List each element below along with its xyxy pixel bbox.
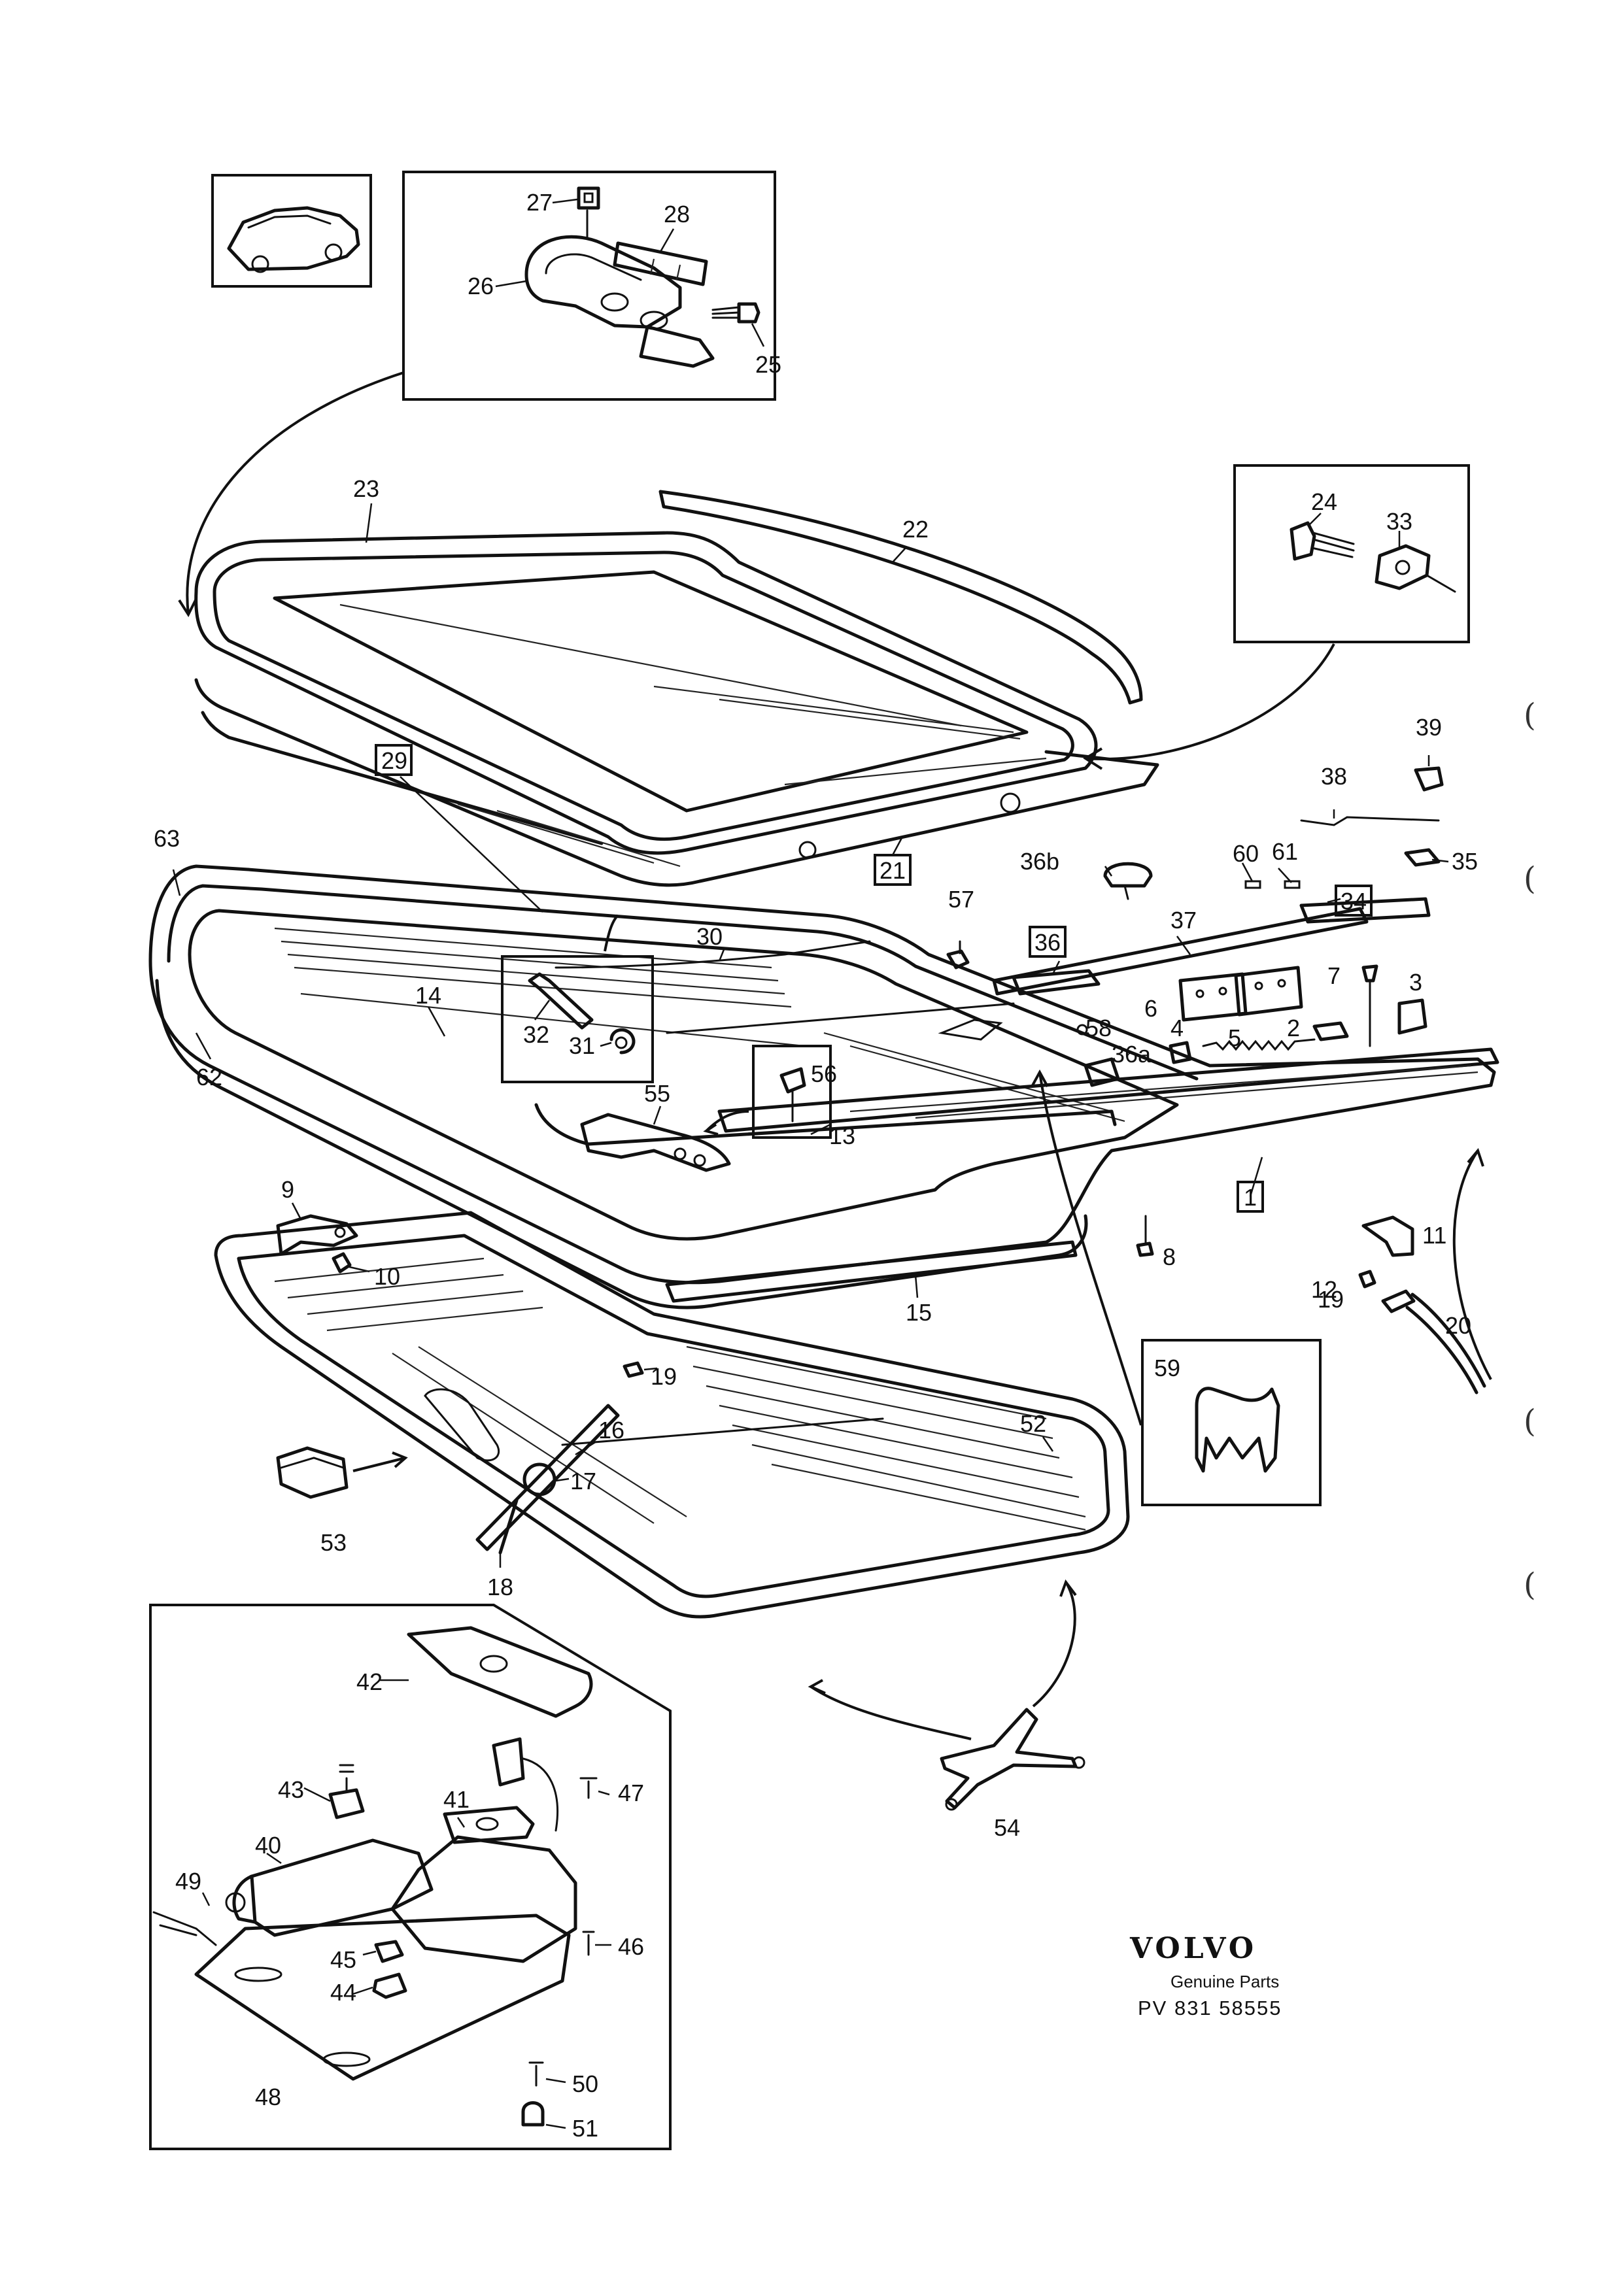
callout-12: 12 bbox=[1311, 1276, 1337, 1303]
callout-54: 54 bbox=[994, 1814, 1020, 1841]
callout-19-right: 19 bbox=[1318, 1286, 1344, 1313]
callout-1: 1 bbox=[1244, 1184, 1257, 1211]
callout-7: 7 bbox=[1327, 962, 1341, 989]
callout-37: 37 bbox=[1170, 907, 1197, 934]
callout-27: 27 bbox=[526, 189, 553, 216]
margin-mark-1: ( bbox=[1524, 697, 1536, 734]
callout-9: 9 bbox=[281, 1176, 294, 1203]
callout-46: 46 bbox=[618, 1933, 644, 1960]
callout-53: 53 bbox=[320, 1529, 347, 1556]
callout-14: 14 bbox=[415, 982, 441, 1009]
car-thumbnail bbox=[211, 174, 372, 288]
callout-48: 48 bbox=[255, 2084, 281, 2110]
callout-labels: 27 28 26 25 23 22 24 33 39 38 60 61 35 3… bbox=[154, 189, 1478, 2142]
callout-17: 17 bbox=[570, 1468, 596, 1494]
margin-mark-2: ( bbox=[1524, 860, 1536, 897]
callout-25: 25 bbox=[755, 351, 781, 378]
callout-44: 44 bbox=[330, 1979, 356, 2006]
sun-shade bbox=[214, 1211, 1130, 1619]
margin-marks: ( ( ( ( bbox=[1524, 697, 1536, 1603]
brand-subtitle: Genuine Parts bbox=[1170, 1972, 1279, 1991]
callout-8: 8 bbox=[1163, 1243, 1176, 1270]
callout-2: 2 bbox=[1287, 1015, 1300, 1041]
callout-38: 38 bbox=[1321, 763, 1347, 790]
bracket-9-10 bbox=[276, 1202, 370, 1274]
glass-panel-assembly bbox=[194, 490, 1159, 913]
callout-40: 40 bbox=[255, 1832, 281, 1859]
callout-16: 16 bbox=[598, 1417, 624, 1443]
callout-20: 20 bbox=[1445, 1312, 1471, 1339]
callout-36b: 36b bbox=[1020, 848, 1059, 875]
brand-logo: VOLVO bbox=[1129, 1932, 1257, 1965]
callout-35: 35 bbox=[1452, 848, 1478, 875]
slider-55-56 bbox=[580, 1045, 832, 1172]
callout-56: 56 bbox=[811, 1060, 837, 1087]
drive-mechanism bbox=[938, 755, 1449, 1289]
callout-47: 47 bbox=[618, 1780, 644, 1806]
callout-18: 18 bbox=[487, 1574, 513, 1600]
callout-58: 58 bbox=[1085, 1015, 1112, 1041]
callout-51: 51 bbox=[572, 2115, 598, 2142]
callout-22: 22 bbox=[902, 516, 929, 543]
hinge-detail-inset bbox=[402, 171, 776, 401]
callout-24: 24 bbox=[1311, 488, 1337, 515]
callout-60: 60 bbox=[1233, 840, 1259, 867]
callout-11: 11 bbox=[1422, 1222, 1446, 1249]
callout-31: 31 bbox=[569, 1032, 595, 1059]
callout-21: 21 bbox=[880, 857, 906, 884]
callout-42: 42 bbox=[356, 1668, 383, 1695]
callout-49: 49 bbox=[175, 1868, 201, 1895]
callout-30: 30 bbox=[696, 923, 723, 950]
callout-57: 57 bbox=[948, 886, 974, 913]
bracket-54 bbox=[808, 1579, 1085, 1811]
callout-23: 23 bbox=[353, 475, 379, 502]
screw-inset bbox=[1233, 464, 1470, 643]
callout-39: 39 bbox=[1416, 714, 1442, 741]
callout-4: 4 bbox=[1170, 1015, 1184, 1041]
callout-50: 50 bbox=[572, 2070, 598, 2097]
callout-29: 29 bbox=[381, 747, 407, 774]
handle-53 bbox=[276, 1446, 408, 1499]
drain-hose bbox=[1381, 1147, 1492, 1394]
callout-43: 43 bbox=[278, 1776, 304, 1803]
callout-62: 62 bbox=[196, 1064, 222, 1090]
cable-and-pin bbox=[501, 914, 1015, 1083]
margin-mark-3: ( bbox=[1524, 1403, 1536, 1440]
callout-36: 36 bbox=[1034, 929, 1061, 956]
motor-inset bbox=[149, 1604, 672, 2150]
callout-63: 63 bbox=[154, 825, 180, 852]
clip-59-inset bbox=[1031, 1069, 1322, 1506]
sunroof-frame bbox=[148, 864, 1499, 1309]
callout-10: 10 bbox=[374, 1263, 400, 1290]
margin-mark-4: ( bbox=[1524, 1566, 1536, 1603]
callout-33: 33 bbox=[1386, 508, 1412, 535]
boxed-callouts: 29 21 34 36 1 bbox=[375, 744, 1373, 1213]
callout-45: 45 bbox=[330, 1946, 356, 1973]
callout-36a: 36a bbox=[1112, 1041, 1152, 1068]
callout-3: 3 bbox=[1409, 969, 1422, 996]
callout-13: 13 bbox=[829, 1123, 855, 1149]
callout-41: 41 bbox=[443, 1786, 470, 1813]
screw-inset-arrow bbox=[1085, 643, 1335, 760]
callout-52: 52 bbox=[1020, 1410, 1046, 1437]
callout-34: 34 bbox=[1341, 888, 1367, 915]
callout-5: 5 bbox=[1228, 1024, 1241, 1051]
callout-26: 26 bbox=[468, 273, 494, 299]
callout-15: 15 bbox=[906, 1299, 932, 1326]
callout-32: 32 bbox=[523, 1021, 549, 1048]
callout-61: 61 bbox=[1272, 838, 1298, 865]
volvo-branding: VOLVO Genuine Parts PV 831 58555 bbox=[1129, 1932, 1282, 2019]
callout-6: 6 bbox=[1144, 995, 1157, 1022]
inset-to-panel-arrow bbox=[186, 371, 404, 615]
callout-59: 59 bbox=[1154, 1355, 1180, 1381]
callout-28: 28 bbox=[664, 201, 690, 228]
part-number: PV 831 58555 bbox=[1138, 1997, 1282, 2019]
callout-19-left: 19 bbox=[651, 1363, 677, 1390]
callout-55: 55 bbox=[644, 1080, 670, 1107]
